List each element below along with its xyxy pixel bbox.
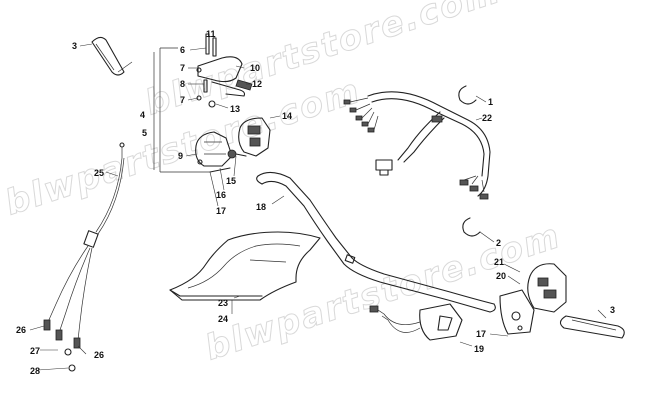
snap-ring-2-icon: [462, 217, 495, 243]
callout-21: 21: [494, 257, 504, 267]
harness-connectors: [343, 97, 489, 200]
callout-3-left: 3: [72, 41, 77, 51]
callout-17-left: 17: [216, 206, 226, 216]
callout-16: 16: [216, 190, 226, 200]
left-switch-housing-icon: [195, 131, 247, 173]
callout-labels: 3 11 6 7 10 8 12 7 13 4 5 14 9 15 16 17 …: [16, 29, 615, 376]
wiring-harness-icon: [343, 91, 491, 200]
svg-text:blwpartstore.com: blwpartstore.com: [200, 216, 565, 369]
callout-26-left: 26: [16, 325, 26, 335]
right-grip-icon: [559, 315, 625, 339]
heated-grip-switch-icon: [238, 117, 271, 157]
assembly-bracket: [153, 47, 210, 173]
callout-15: 15: [226, 176, 236, 186]
callout-14: 14: [282, 111, 292, 121]
callout-24: 24: [218, 314, 228, 324]
callout-28: 28: [30, 366, 40, 376]
callout-8: 8: [180, 79, 185, 89]
callout-26-right: 26: [94, 350, 104, 360]
callout-1: 1: [488, 97, 493, 107]
callout-7-upper: 7: [180, 63, 185, 73]
throttle-sensor-icon: [369, 303, 463, 341]
callout-19: 19: [474, 344, 484, 354]
callout-3-right: 3: [610, 305, 615, 315]
callout-23: 23: [218, 298, 228, 308]
callout-17-right: 17: [476, 329, 486, 339]
callout-20: 20: [496, 271, 506, 281]
handlebar-pad-icon: [169, 231, 321, 301]
right-switch-housing-icon: [499, 263, 567, 335]
callout-2: 2: [496, 238, 501, 248]
callout-11: 11: [206, 29, 216, 39]
callout-18: 18: [256, 202, 266, 212]
snap-ring-1-icon: [458, 85, 487, 105]
callout-27: 27: [30, 346, 40, 356]
callout-25: 25: [94, 168, 104, 178]
callout-5: 5: [142, 128, 147, 138]
callout-12: 12: [252, 79, 262, 89]
throttle-cable-icon: [43, 142, 125, 372]
leader-lines: [29, 36, 607, 371]
callout-4: 4: [140, 110, 145, 120]
callout-7-lower: 7: [180, 95, 185, 105]
left-grip-icon: [91, 36, 133, 76]
callout-9: 9: [178, 151, 183, 161]
callout-13: 13: [230, 104, 240, 114]
callout-22: 22: [482, 113, 492, 123]
brake-lever-assembly-icon: [196, 33, 253, 108]
callout-6: 6: [180, 45, 185, 55]
callout-10: 10: [250, 63, 260, 73]
handlebar-icon: [256, 171, 496, 313]
